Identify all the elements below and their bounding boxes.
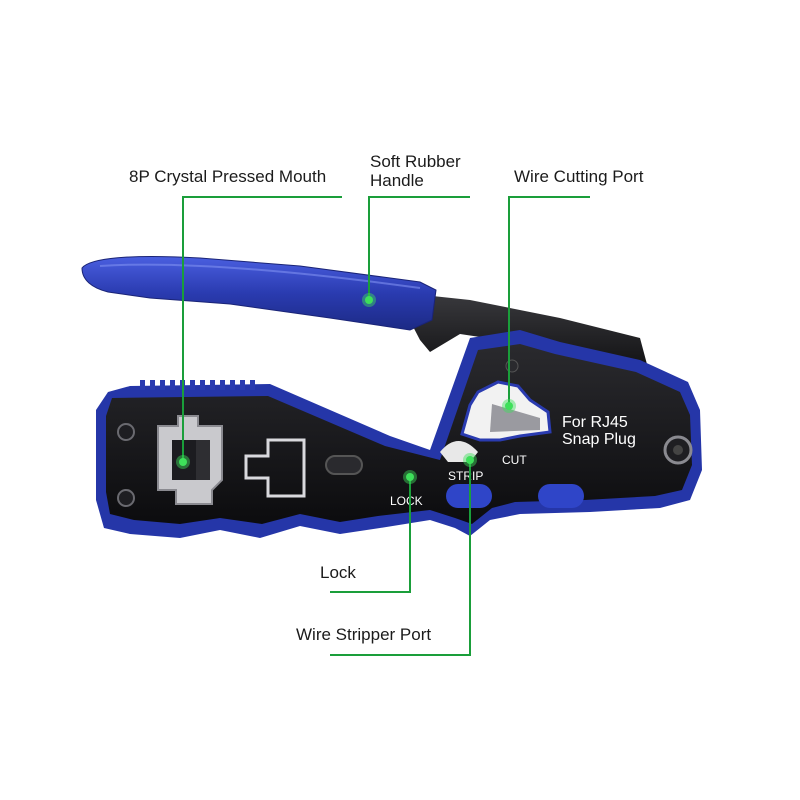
callout-crystal-mouth: 8P Crystal Pressed Mouth xyxy=(129,167,327,186)
marking-cut: CUT xyxy=(502,453,527,467)
leader-rubber-handle xyxy=(368,196,470,300)
crystal-pressed-mouth xyxy=(157,415,223,505)
marking-strip: STRIP xyxy=(448,469,483,483)
lock-slot[interactable] xyxy=(325,455,363,475)
callout-rubber-handle-line2: Handle xyxy=(370,171,424,190)
leader-wire-cutting xyxy=(508,196,590,406)
marking-model-line1: For RJ45 xyxy=(562,414,628,431)
callout-rubber-handle-line1: Soft Rubber xyxy=(370,152,461,171)
callout-wire-stripper: Wire Stripper Port xyxy=(296,625,432,644)
marking-lock: LOCK xyxy=(390,494,423,508)
leader-wire-stripper xyxy=(330,460,471,656)
callout-lines xyxy=(182,196,590,656)
marking-model-line2: Snap Plug xyxy=(562,431,636,448)
callout-lock: Lock xyxy=(320,563,356,582)
rubber-handle-grip xyxy=(81,255,437,331)
leader-lock xyxy=(330,477,411,593)
callout-dots xyxy=(176,293,516,484)
screws xyxy=(117,359,693,507)
callout-wire-cutting: Wire Cutting Port xyxy=(514,167,644,186)
leader-crystal-mouth xyxy=(182,196,342,462)
cut-slider[interactable] xyxy=(538,484,584,508)
rj45-icon xyxy=(244,438,306,498)
tool-body: For RJ45 Snap Plug CUT STRIP LOCK xyxy=(96,330,702,538)
